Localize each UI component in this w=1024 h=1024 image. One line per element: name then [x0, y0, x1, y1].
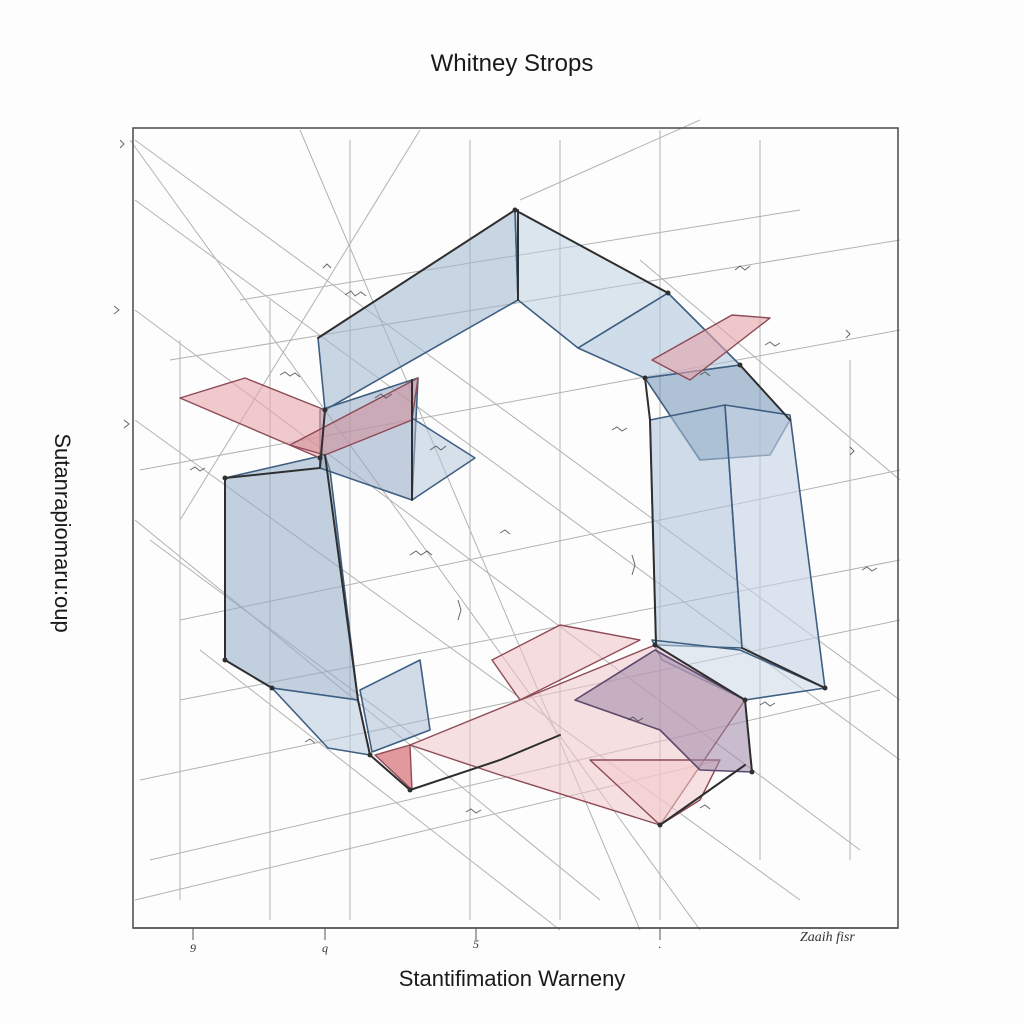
vertex-markers [222, 207, 828, 828]
x-axis-label: Stantifimation Warneny [0, 966, 1024, 992]
dimension-scribbles [113, 139, 878, 814]
diagram-title: Whitney Strops [430, 50, 594, 77]
bottom-tick-label-2: q [322, 941, 328, 955]
blue-panels [224, 209, 826, 756]
bottom-tick-marks [192, 928, 661, 940]
bottom-tick-label-1: 9 [190, 941, 196, 955]
x-axis-label-text: Stantifimation Warneny [398, 966, 626, 991]
bottom-tick-label-3: 5 [473, 937, 479, 951]
bottom-tick-label-4: . [659, 937, 662, 951]
corner-annotation: Zaaih fisr [800, 930, 855, 945]
